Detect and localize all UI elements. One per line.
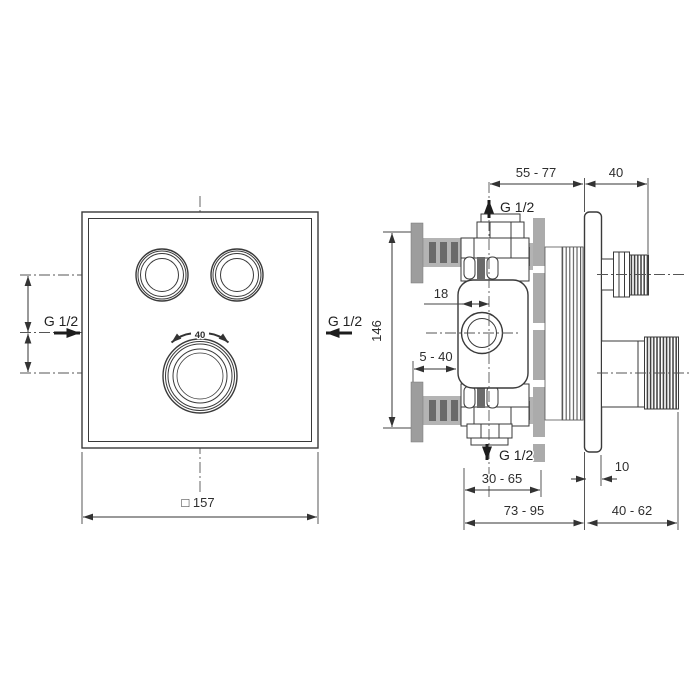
bottom-flange xyxy=(410,381,424,443)
dim-trim-depth: 40 - 62 xyxy=(612,503,652,518)
threaded-sleeve xyxy=(544,246,584,421)
dial-temperature-mark: 40 xyxy=(195,330,206,341)
left-port-label: G 1/2 xyxy=(44,313,78,329)
button-top-left xyxy=(135,248,189,302)
dim-center-to-wall: 55 - 77 xyxy=(516,165,556,180)
button-top-right xyxy=(210,248,264,302)
front-view: 40 G 1/2 G 1/2 □ 157 xyxy=(20,196,364,524)
front-plate-size-dim: □ 157 xyxy=(181,495,214,510)
temperature-dial xyxy=(162,338,238,414)
dim-center-offset: 18 xyxy=(434,286,448,301)
faceplate-inner xyxy=(88,218,312,442)
diverter-knob-knurl xyxy=(629,254,649,296)
top-hex-nut xyxy=(476,221,525,240)
wall-section xyxy=(533,218,545,462)
dim-port-spacing: 146 xyxy=(369,320,384,342)
top-port-label: G 1/2 xyxy=(500,199,534,215)
dim-outlet-to-wall: 30 - 65 xyxy=(482,471,522,486)
side-view: G 1/2 G 1/2 55 - 77 40 146 18 5 - 40 30 … xyxy=(368,164,690,530)
top-flange xyxy=(410,222,424,284)
dim-trim-projection: 40 xyxy=(609,165,623,180)
temperature-knob xyxy=(597,336,690,410)
bottom-hex-nut xyxy=(466,423,513,439)
dim-plate-thickness: 10 xyxy=(615,459,629,474)
rotate-right-arrow-icon xyxy=(208,332,230,344)
right-port-label: G 1/2 xyxy=(328,313,362,329)
bottom-outlet-fitting xyxy=(410,381,537,446)
top-inlet-fitting xyxy=(410,213,537,284)
bottom-port-label: G 1/2 xyxy=(499,447,533,463)
dim-body-depth: 73 - 95 xyxy=(504,503,544,518)
escutcheon-plate xyxy=(583,211,603,453)
rotate-left-arrow-icon xyxy=(170,332,192,344)
diverter-knob xyxy=(597,251,684,298)
dim-install-depth-range: 5 - 40 xyxy=(419,349,452,364)
